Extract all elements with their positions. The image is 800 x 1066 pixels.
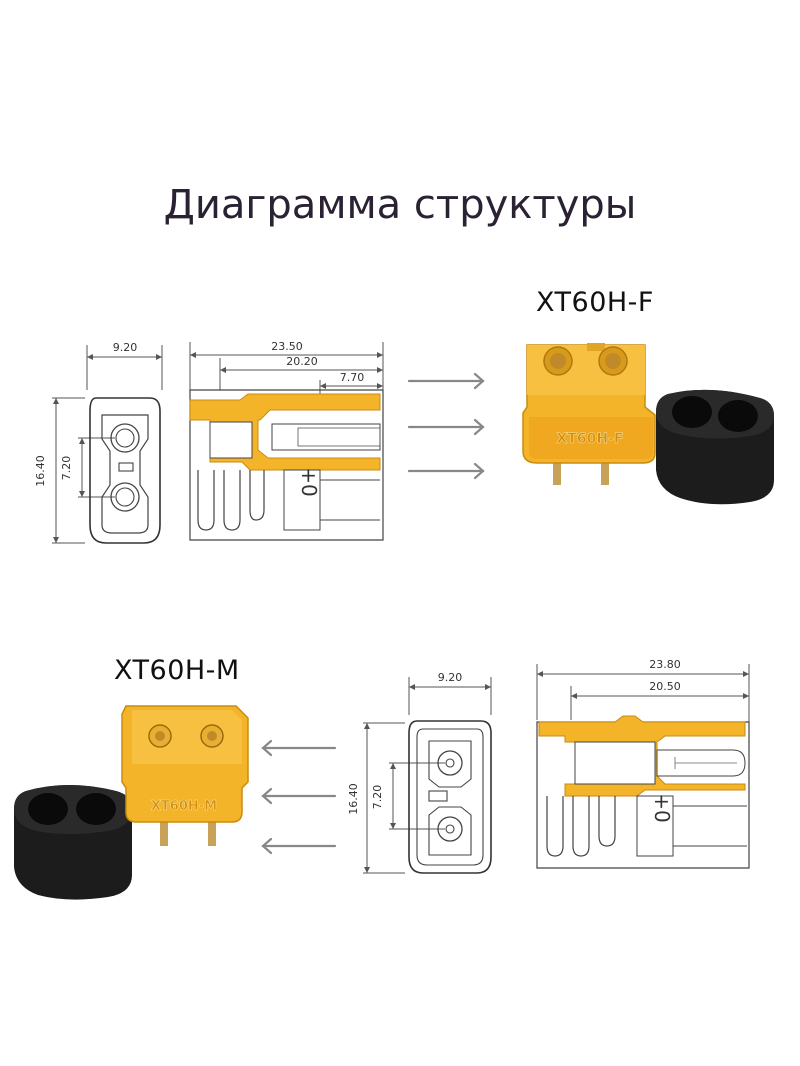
female-pitch-dimension: 7.20 bbox=[60, 456, 73, 481]
female-side-view-drawing: 23.50 20.20 7.70 +0 bbox=[189, 340, 384, 541]
female-connector-label: XT60H-F bbox=[536, 287, 654, 318]
male-total-length-dimension: 23.80 bbox=[649, 658, 681, 671]
male-polarity-mark: +0 bbox=[650, 793, 674, 822]
male-connector-label: XT60H-M bbox=[114, 655, 240, 686]
page-title: Диаграмма структуры bbox=[163, 182, 637, 228]
female-connector-image: XT60H-F bbox=[522, 343, 656, 485]
male-protective-cap bbox=[14, 785, 132, 900]
female-total-length-dimension: 23.50 bbox=[271, 340, 303, 353]
female-width-dimension: 9.20 bbox=[113, 341, 138, 354]
female-socket-depth-dimension: 7.70 bbox=[340, 371, 365, 384]
male-arrows bbox=[261, 739, 337, 855]
male-height-dimension: 16.40 bbox=[347, 783, 360, 815]
male-connector-image: XT60H-M bbox=[121, 705, 249, 846]
male-front-view-drawing: 9.20 16.40 7.20 bbox=[347, 671, 492, 874]
male-pitch-dimension: 7.20 bbox=[371, 785, 384, 810]
female-front-view-drawing: 9.20 16.40 7.20 bbox=[34, 341, 163, 544]
male-side-view-drawing: 23.80 20.50 +0 bbox=[536, 658, 750, 869]
female-height-dimension: 16.40 bbox=[34, 455, 47, 487]
female-housing-marking: XT60H-F bbox=[557, 431, 624, 447]
male-body-length-dimension: 20.50 bbox=[649, 680, 681, 693]
female-protective-cap bbox=[656, 389, 774, 505]
male-width-dimension: 9.20 bbox=[438, 671, 463, 684]
male-housing-marking: XT60H-M bbox=[151, 799, 217, 814]
female-body-length-dimension: 20.20 bbox=[286, 355, 318, 368]
female-polarity-mark: +0 bbox=[297, 467, 321, 496]
female-arrows bbox=[407, 372, 485, 480]
